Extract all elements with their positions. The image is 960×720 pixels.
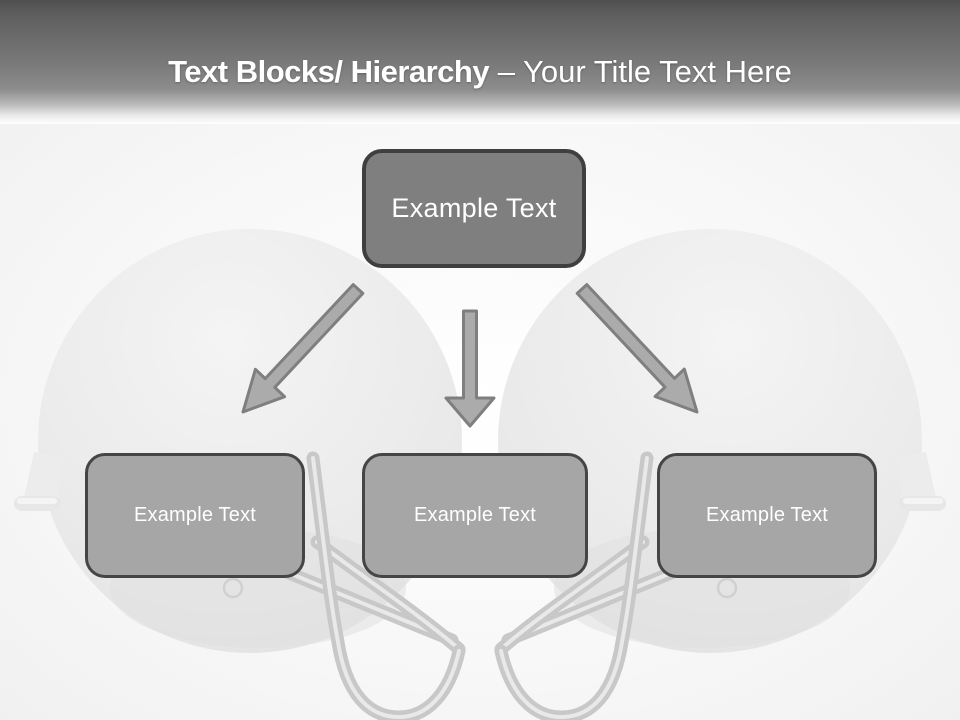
arrow-down-right-icon [575, 283, 699, 414]
text-block-child-1[interactable]: Example Text [85, 453, 305, 578]
slide-title: Text Blocks/ Hierarchy – Your Title Text… [0, 54, 960, 89]
text-block-child-3[interactable]: Example Text [657, 453, 877, 578]
title-regular-part: – Your Title Text Here [497, 54, 792, 89]
text-block-child-2-label: Example Text [413, 504, 537, 526]
text-block-root[interactable]: Example Text [362, 149, 586, 268]
arrow-down-left-icon [241, 283, 365, 414]
text-block-child-2[interactable]: Example Text [362, 453, 588, 578]
header-band: Text Blocks/ Hierarchy – Your Title Text… [0, 0, 960, 124]
text-block-child-1-label: Example Text [133, 504, 257, 526]
arrow-down-center-icon [444, 309, 496, 428]
title-bold-part: Text Blocks/ Hierarchy [168, 54, 490, 89]
text-block-root-label: Example Text [391, 193, 557, 223]
text-block-child-3-label: Example Text [705, 504, 829, 526]
